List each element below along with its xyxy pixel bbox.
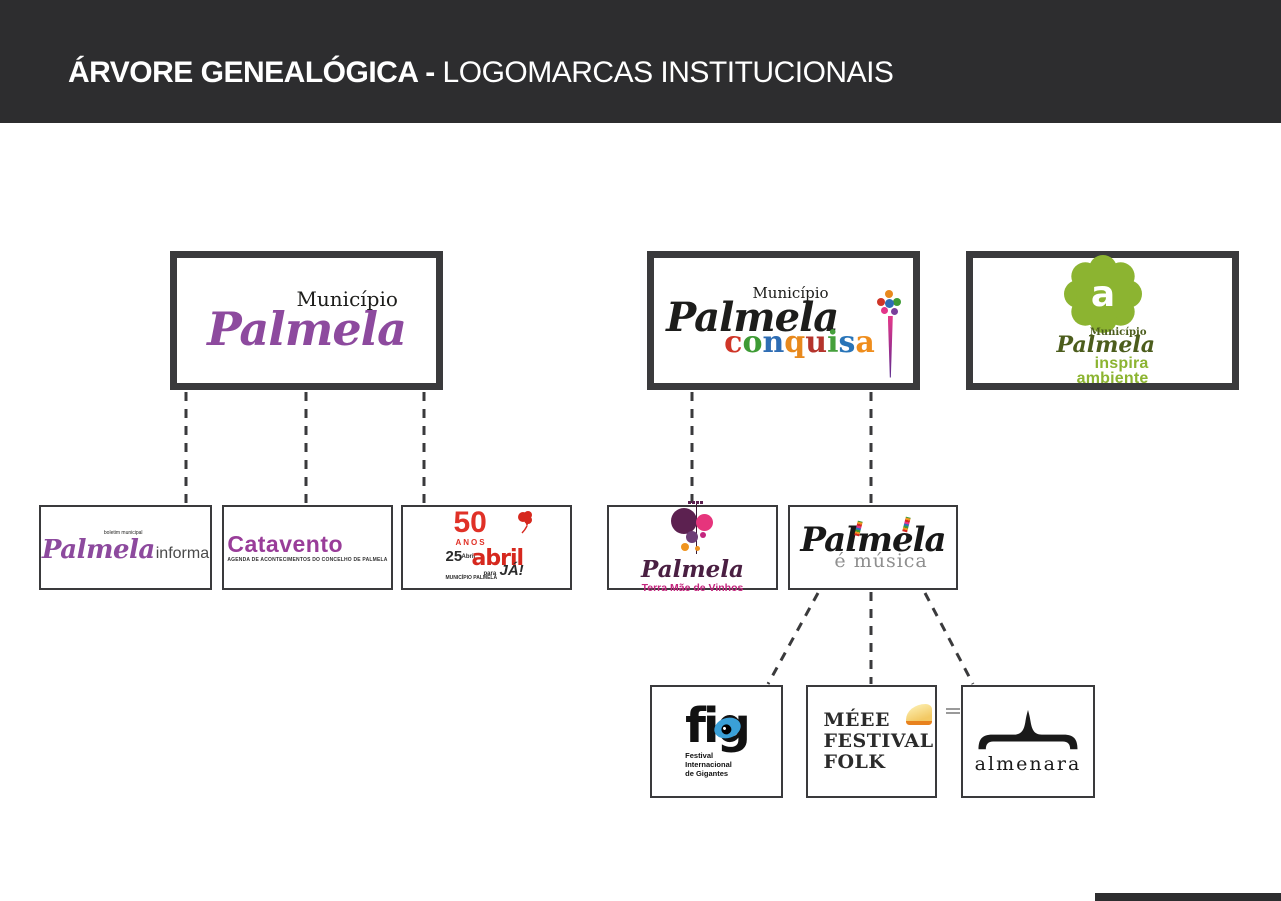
palmela-wordmark: Palmela — [641, 556, 744, 583]
node-catavento: Catavento AGENDA DE ACONTECIMENTOS DO CO… — [222, 505, 393, 590]
abril-wordmark: abril — [471, 545, 525, 571]
meee-line: MÉEE — [823, 708, 890, 731]
meee-logo: MÉEE FESTIVAL FOLK — [823, 703, 960, 774]
terra-mae-tagline: Terra Mãe de Vinhos — [641, 582, 744, 594]
fig-logo: fig Festival Internacional de Gigantes — [685, 702, 751, 779]
inspira-label: inspira — [1094, 354, 1149, 372]
palmela-wordmark: Palmela — [41, 535, 155, 565]
ambiente-label: ambiente — [1076, 369, 1149, 387]
catavento-wordmark: Catavento — [227, 530, 344, 557]
informa-label: informa — [155, 545, 210, 562]
terra-mae-logo: Palmela Terra Mãe de Vinhos — [641, 501, 744, 594]
horn-icon — [905, 703, 960, 725]
svg-text:a: a — [1090, 274, 1114, 315]
e-musica-label: é música — [834, 550, 928, 572]
carnation-icon — [517, 510, 532, 533]
castle-ornament-icon — [876, 289, 903, 386]
node-palmela-inspira-ambiente: a Município Palmela inspira ambiente — [966, 251, 1239, 390]
node-palmela-informa: boletim municipal Palmela informa — [39, 505, 212, 590]
catavento-tagline: AGENDA DE ACONTECIMENTOS DO CONCELHO DE … — [227, 556, 388, 563]
palmela-wordmark: Palmela — [666, 293, 839, 341]
almenara-wordmark: almenara — [974, 753, 1082, 775]
almenara-logo: almenara — [973, 708, 1083, 775]
palmela-wordmark: Palmela — [1056, 331, 1155, 358]
municipio-label: Município — [296, 287, 398, 312]
twentyfive-number: 25 — [445, 547, 463, 565]
municipio-palmela-label: MUNICÍPIO PALMELA — [445, 574, 498, 581]
header-bar: ÁRVORE GENEALÓGICA - LOGOMARCAS INSTITUC… — [0, 0, 1281, 123]
grape-bunch-icon — [665, 501, 721, 557]
palmela-wordmark: Palmela — [800, 520, 946, 560]
palmela-informa-logo: boletim municipal Palmela informa — [42, 530, 209, 565]
boletim-municipal-label: boletim municipal — [103, 530, 143, 536]
inspira-ambiente-logo: a Município Palmela inspira ambiente — [1056, 254, 1155, 387]
arch-dome-icon — [978, 709, 1078, 750]
green-flower-icon: a — [1063, 254, 1142, 333]
inspira-text-block: Município Palmela inspira ambiente — [1056, 326, 1155, 387]
node-terra-mae-de-vinhos: Palmela Terra Mãe de Vinhos — [607, 501, 778, 594]
municipio-label: Município — [1089, 326, 1147, 338]
abril-logo: 50 ANOS 25 Abril abril para JÁ! MUNICÍPI… — [432, 507, 542, 584]
node-50-anos-25-abril: 50 ANOS 25 Abril abril para JÁ! MUNICÍPI… — [401, 505, 572, 590]
folk-line: FOLK — [823, 751, 886, 774]
page-title-light: LOGOMARCAS INSTITUCIONAIS — [442, 56, 894, 89]
municipio-label: Município — [752, 283, 829, 302]
page-edge-strip — [1095, 893, 1281, 901]
palmela-wordmark: Palmela — [207, 302, 407, 357]
node-palmela-e-musica: Palmela é música — [788, 505, 958, 590]
abril-small-label: Abril — [461, 553, 476, 560]
municipio-palmela-logo: Município Palmela — [207, 287, 407, 357]
page-title-bold: ÁRVORE GENEALÓGICA - — [68, 56, 443, 89]
node-meee-festival-folk: MÉEE FESTIVAL FOLK — [806, 685, 960, 798]
conquista-wordmark: conquisa — [724, 324, 875, 360]
fig-subtitle: Festival Internacional de Gigantes — [685, 751, 732, 779]
fifty-number: 50 — [453, 505, 487, 539]
page-title: ÁRVORE GENEALÓGICA - LOGOMARCAS INSTITUC… — [68, 56, 894, 90]
para-label: para — [483, 570, 497, 577]
ja-label: JÁ! — [499, 561, 524, 579]
palmela-conquista-logo: Município Palmela conquisa — [666, 283, 901, 378]
node-almenara: almenara — [961, 685, 1095, 798]
anos-label: ANOS — [455, 537, 487, 547]
palmela-musica-logo: Palmela é música — [800, 516, 947, 572]
node-municipio-palmela: Município Palmela — [170, 251, 443, 390]
festival-line: FESTIVAL — [823, 729, 934, 752]
catavento-logo: Catavento AGENDA DE ACONTECIMENTOS DO CO… — [227, 530, 388, 563]
node-palmela-conquista: Município Palmela conquisa — [647, 251, 920, 390]
node-fig-festival: fig Festival Internacional de Gigantes — [650, 685, 783, 798]
